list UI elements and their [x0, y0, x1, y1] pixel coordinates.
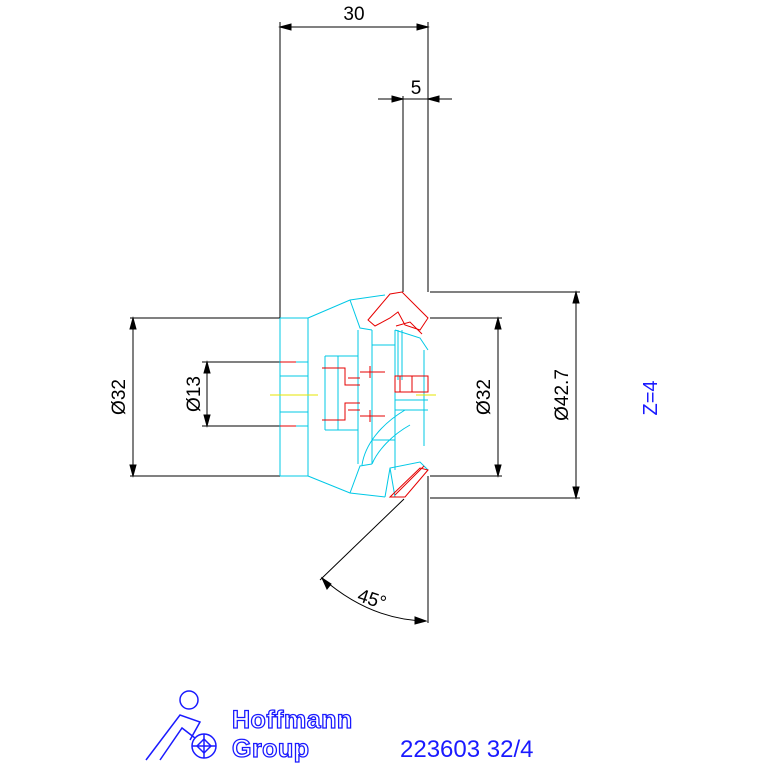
dim-angle-45: 45° — [355, 585, 389, 614]
dim-diameter-13: Ø13 — [184, 376, 205, 412]
dimension-lines — [129, 22, 580, 625]
dim-width-5: 5 — [411, 78, 422, 99]
hoffmann-logo: Hoffmann Group — [145, 690, 353, 764]
dim-diameter-32-right: Ø32 — [474, 379, 495, 415]
logo-line-1: Hoffmann — [232, 706, 353, 734]
dim-diameter-42-7: Ø42.7 — [552, 369, 573, 421]
dim-diameter-32-left: Ø32 — [109, 379, 130, 415]
dim-width-30: 30 — [343, 4, 364, 25]
hoffmann-logo-icon — [145, 690, 217, 761]
tool-body-outline — [279, 294, 429, 498]
part-number: 223603 32/4 — [400, 736, 533, 763]
cutting-inserts — [280, 291, 429, 498]
logo-line-2: Group — [232, 735, 310, 763]
teeth-count-label: Z=4 — [640, 380, 662, 415]
